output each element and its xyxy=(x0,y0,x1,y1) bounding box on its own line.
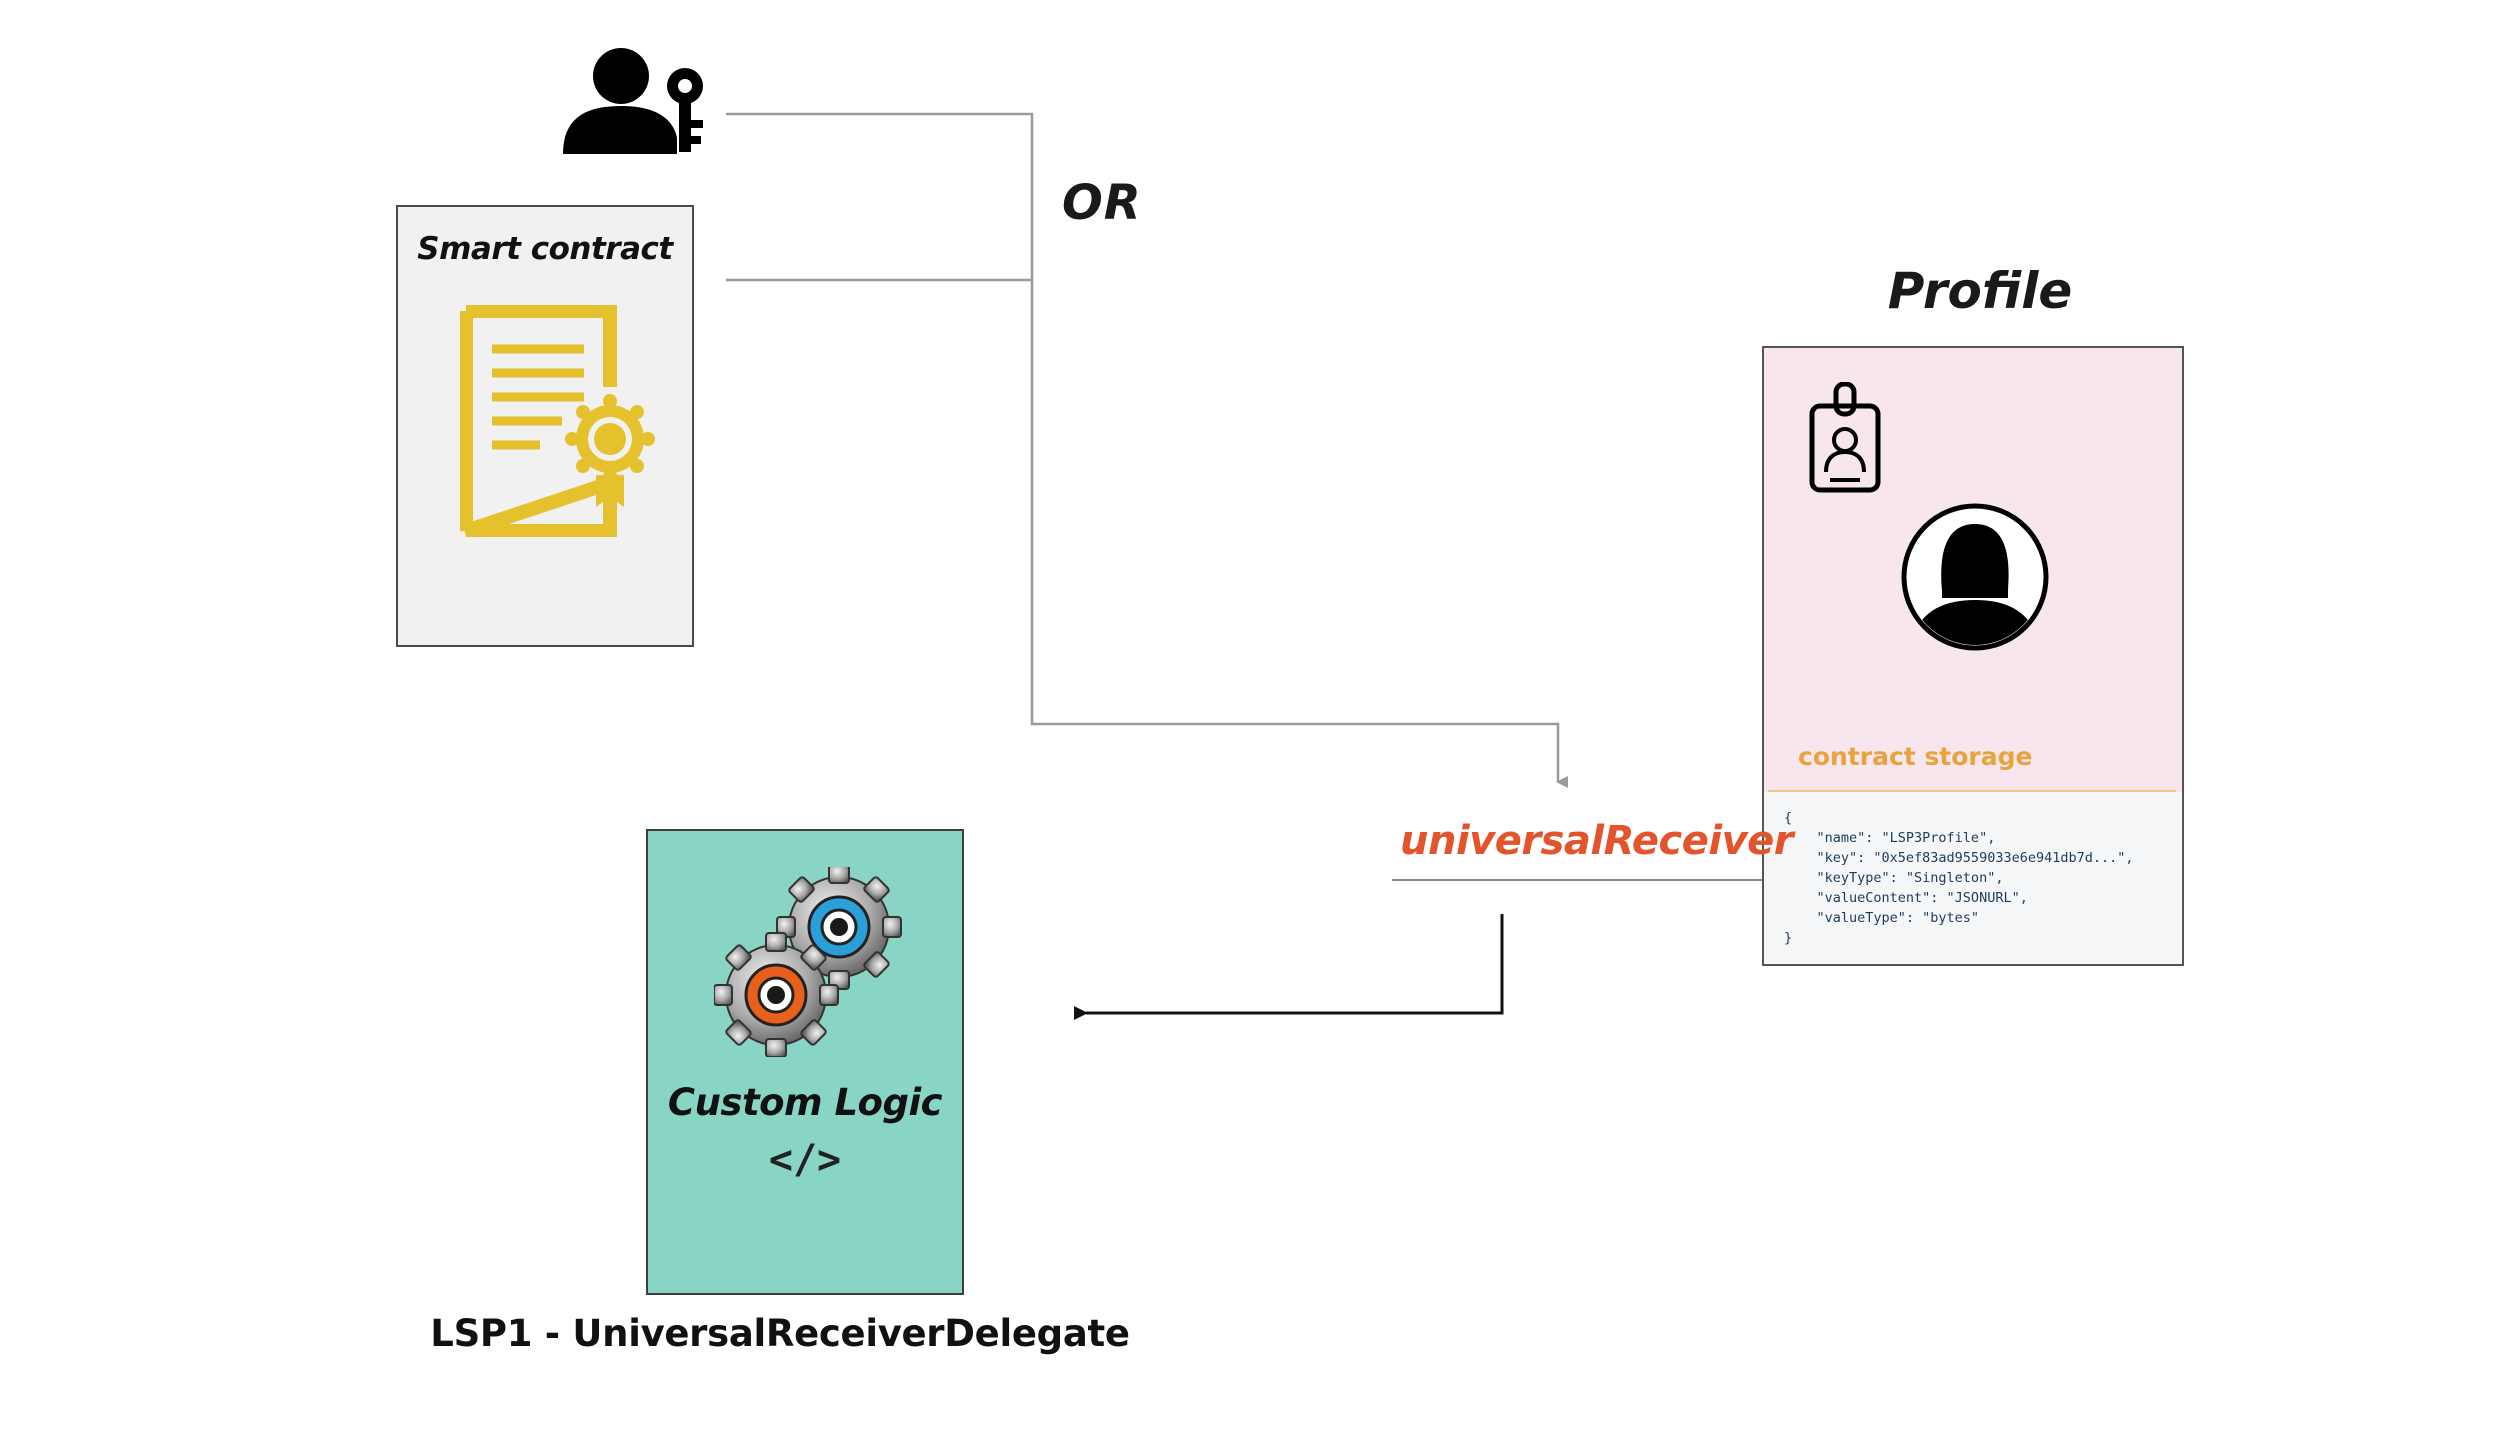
id-badge-icon xyxy=(1809,382,1881,493)
lsp1-caption: LSP1 - UniversalReceiverDelegate xyxy=(430,1312,1130,1355)
orange-gear xyxy=(714,932,839,1057)
storage-panel: { "name": "LSP3Profile", "key": "0x5ef83… xyxy=(1764,792,2182,964)
contract-storage-label: contract storage xyxy=(1798,742,2033,771)
profile-card: contract storage { "name": "LSP3Profile"… xyxy=(1762,346,2184,966)
user-key-icon xyxy=(563,48,703,154)
certificate-icon xyxy=(460,305,655,537)
user-to-junction-line xyxy=(726,112,1568,788)
gears-icon xyxy=(714,867,902,1057)
custom-logic-title: Custom Logic xyxy=(667,1081,943,1124)
or-label: OR xyxy=(1062,175,1142,231)
storage-divider xyxy=(1768,790,2176,792)
female-avatar-icon xyxy=(1901,503,2049,651)
smart-contract-card: Smart contract xyxy=(396,205,694,647)
profile-title: Profile xyxy=(1887,262,2073,320)
smart-contract-title: Smart contract xyxy=(417,231,673,267)
code-icon: </> xyxy=(768,1137,842,1183)
storage-code: { "name": "LSP3Profile", "key": "0x5ef83… xyxy=(1784,810,2134,946)
custom-logic-card: Custom Logic </> xyxy=(646,829,964,1295)
universal-receiver-label: universalReceiver xyxy=(1400,818,1794,864)
receiver-to-delegate-arrow xyxy=(1074,914,1504,1020)
